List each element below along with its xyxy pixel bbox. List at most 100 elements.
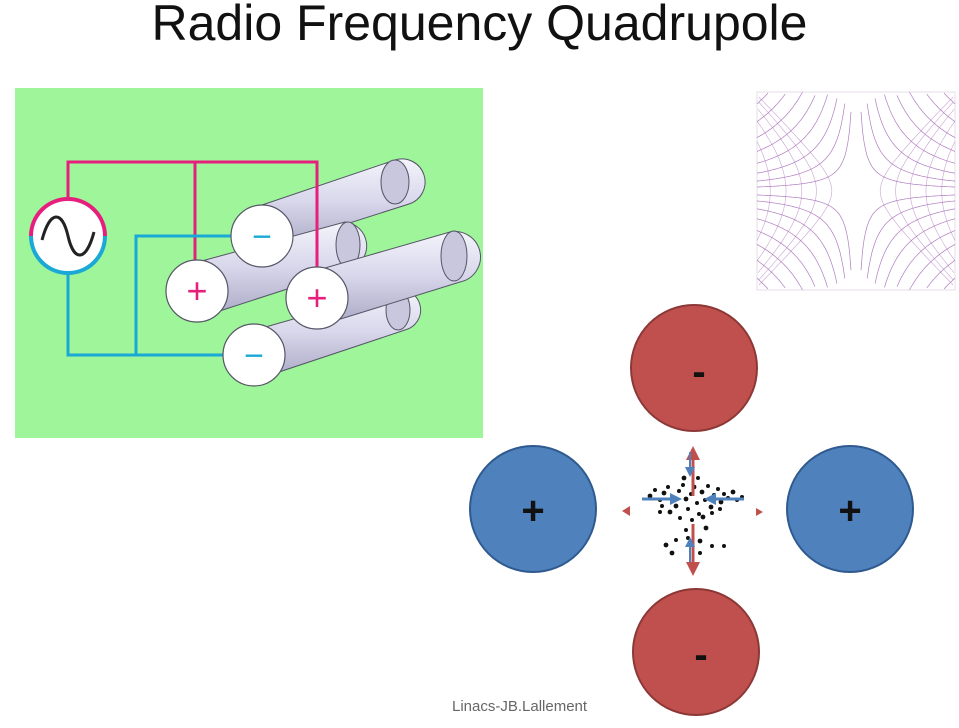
electrode-right-label: + xyxy=(838,489,861,533)
beam-particle xyxy=(674,538,678,542)
field-line xyxy=(758,96,833,192)
beam-particle xyxy=(681,475,687,481)
field-line xyxy=(884,94,956,164)
beam-particle xyxy=(722,492,726,496)
field-line xyxy=(756,244,803,290)
force-arrows xyxy=(622,446,763,576)
rod-label-top-back: − xyxy=(252,218,272,256)
rod-face-bottom-front: − xyxy=(222,323,286,387)
field-line xyxy=(756,94,828,164)
beam-particle xyxy=(666,485,670,489)
rod-left-front xyxy=(197,221,368,319)
field-line xyxy=(879,190,954,286)
sine-wave-icon xyxy=(40,215,96,257)
beam-particle xyxy=(669,550,675,556)
beam-particle xyxy=(700,514,706,520)
field-line xyxy=(909,109,955,192)
beam-particle xyxy=(661,490,667,496)
electrode-top: - xyxy=(630,304,758,432)
field-line xyxy=(756,141,771,192)
beam-particle xyxy=(658,510,662,514)
arrow-right-blue-left-side xyxy=(642,493,682,505)
field-line xyxy=(758,190,817,281)
beam-particle xyxy=(667,509,673,515)
field-line xyxy=(756,208,838,284)
field-line xyxy=(909,92,956,138)
field-line xyxy=(879,96,954,192)
beam-particle xyxy=(678,516,682,520)
field-line xyxy=(757,191,787,261)
arrow-tip-right-red xyxy=(756,508,763,516)
electrode-left-label: + xyxy=(521,489,544,533)
beam-particle xyxy=(710,544,714,548)
beam-particle xyxy=(699,489,705,495)
beam-particle xyxy=(647,493,653,499)
beam-particle xyxy=(730,489,736,495)
rod-top-back xyxy=(261,158,426,252)
field-line xyxy=(758,101,817,192)
beam-particle xyxy=(698,551,702,555)
beam-particle xyxy=(696,476,700,480)
beam-particle xyxy=(681,483,685,487)
field-line xyxy=(756,103,846,182)
field-line xyxy=(756,190,771,241)
rod-label-left-front: + xyxy=(186,270,207,311)
rod-right-front xyxy=(317,230,481,327)
beam-particle xyxy=(660,504,664,508)
field-line xyxy=(757,121,787,191)
beam-diagram: - - + + xyxy=(469,304,914,716)
field-lines-panel xyxy=(756,91,956,291)
ac-source xyxy=(29,197,107,275)
field-line xyxy=(884,218,956,288)
rod-face-right-front: + xyxy=(285,266,349,330)
beam-particle xyxy=(718,507,722,511)
field-line xyxy=(860,111,955,188)
field-line xyxy=(926,260,956,289)
field-line xyxy=(866,200,956,279)
field-line xyxy=(758,190,833,286)
rod-face-left-front: + xyxy=(165,259,229,323)
field-line xyxy=(757,111,852,188)
field-line xyxy=(866,103,956,182)
beam-particle xyxy=(722,544,726,548)
beam-particle xyxy=(686,507,690,511)
field-line xyxy=(756,218,828,288)
field-line xyxy=(756,92,803,138)
field-line xyxy=(757,190,803,273)
field-line xyxy=(756,260,786,289)
beam-particle xyxy=(710,511,714,515)
field-line xyxy=(895,190,954,281)
beam-particle xyxy=(663,542,669,548)
electrode-right: + xyxy=(786,445,914,573)
rod-face-top-back: − xyxy=(230,204,294,268)
field-line xyxy=(757,109,803,192)
field-lines xyxy=(756,92,956,290)
beam-particle xyxy=(673,503,679,509)
field-line xyxy=(941,141,956,192)
arrow-left-blue-right-side xyxy=(704,493,744,505)
beam-particle xyxy=(697,538,703,544)
beam-particles xyxy=(647,468,744,556)
field-line xyxy=(874,98,956,174)
beam-particle xyxy=(653,488,657,492)
field-line xyxy=(909,244,956,290)
arrow-down-red xyxy=(686,524,700,576)
electrode-left: + xyxy=(469,445,597,573)
field-line xyxy=(756,95,816,152)
arrow-down-blue-top xyxy=(685,452,695,477)
beam-particle xyxy=(708,504,714,510)
field-line xyxy=(756,93,786,122)
beam-particle xyxy=(677,489,681,493)
field-line xyxy=(896,95,956,152)
negative-wire xyxy=(66,234,232,357)
field-line xyxy=(895,101,954,192)
field-line xyxy=(925,191,955,261)
field-line xyxy=(756,200,846,279)
field-line xyxy=(896,230,956,287)
field-line xyxy=(925,121,955,191)
field-line xyxy=(941,190,956,241)
positive-wire xyxy=(66,160,319,272)
beam-particle xyxy=(706,484,710,488)
circuit-panel: − + + − xyxy=(15,88,483,438)
